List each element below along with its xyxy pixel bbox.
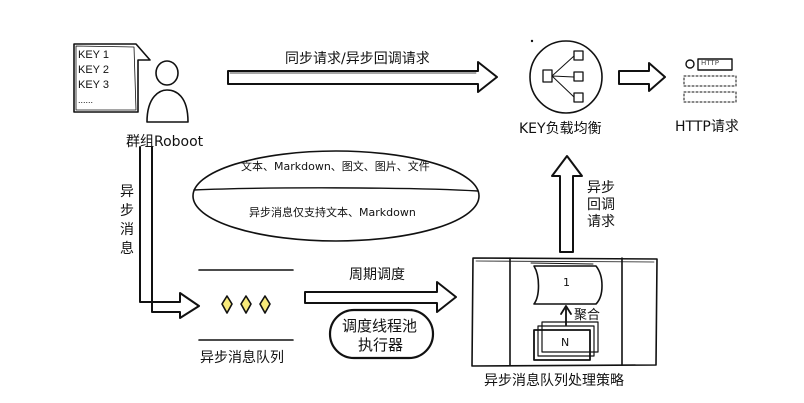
async-message-arrow: [139, 146, 200, 319]
queue-card-bottom: [533, 321, 599, 361]
key-list-note: [73, 43, 151, 113]
sync-request-arrow: [227, 61, 498, 93]
load-balancer-label: KEY负载均衡: [519, 121, 602, 137]
card-top-label: 1: [563, 276, 570, 289]
message-type-ellipse: [192, 150, 480, 242]
key-item: ......: [78, 95, 94, 105]
load-balancer-icon: [529, 40, 603, 114]
ellipse-top-text: 文本、Markdown、图文、图片、文件: [241, 160, 430, 173]
schedule-arrow: [304, 281, 457, 313]
queue-messages: [221, 295, 271, 314]
http-arrow: [618, 62, 666, 92]
http-badge: HTTP: [701, 59, 719, 67]
key-item: KEY 2: [78, 64, 109, 76]
executor-label-line2: 执行器: [358, 336, 404, 354]
ellipse-bottom-text: 异步消息仅支持文本、Markdown: [249, 206, 416, 219]
async-message-label: 异步消息: [120, 184, 134, 257]
robot-name: 群组Roboot: [126, 134, 204, 150]
strategy-label: 异步消息队列处理策略: [484, 373, 624, 389]
queue-card-top: [533, 265, 603, 305]
user-icon: [146, 60, 189, 123]
queue-label: 异步消息队列: [200, 350, 284, 366]
sync-request-label: 同步请求/异步回调请求: [285, 51, 430, 67]
executor-label-line1: 调度线程池: [342, 317, 418, 335]
key-item: KEY 3: [78, 79, 109, 91]
http-server-icon: [683, 58, 737, 103]
card-bottom-label: N: [561, 336, 570, 349]
strategy-frame: [471, 257, 658, 367]
executor-box: [328, 308, 435, 360]
callback-arrow: [551, 155, 583, 253]
schedule-label: 周期调度: [349, 267, 405, 283]
callback-label: 异步回调请求: [587, 180, 615, 230]
aggregate-label: 聚合: [574, 308, 601, 323]
http-label: HTTP请求: [675, 119, 739, 135]
key-list: KEY 1 KEY 2 KEY 3 ......: [78, 48, 109, 108]
key-item: KEY 1: [78, 49, 109, 61]
